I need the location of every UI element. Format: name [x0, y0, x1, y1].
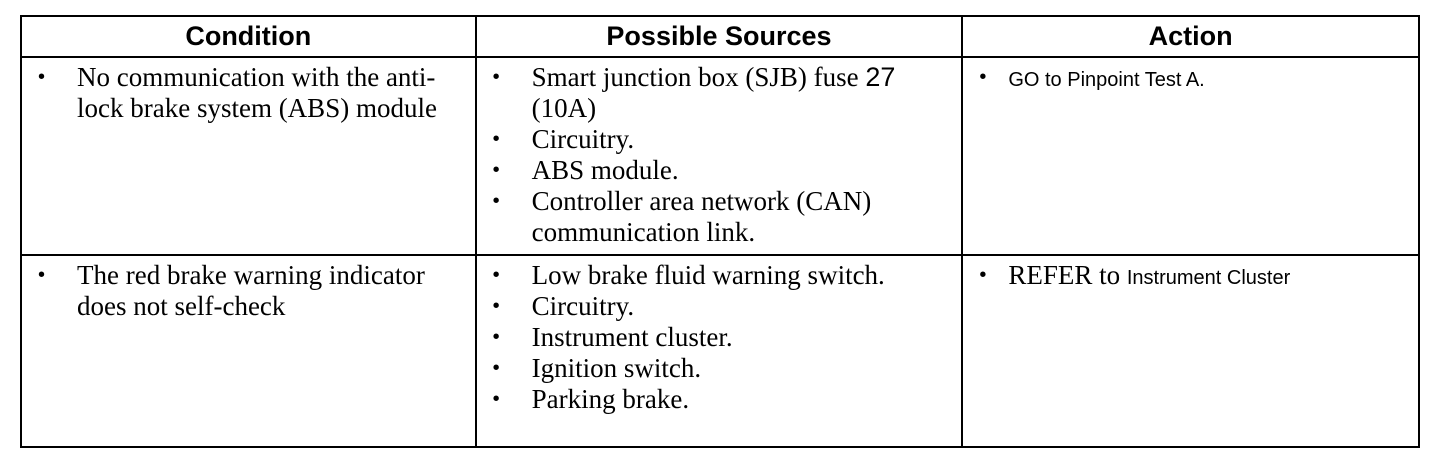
list-item: • Circuitry.	[487, 291, 954, 322]
action-prefix: REFER to	[1008, 260, 1127, 290]
condition-cell: • The red brake warning indicator does n…	[20, 254, 477, 448]
condition-cell: • No communication with the anti-lock br…	[20, 56, 477, 256]
bullet-icon: •	[492, 190, 500, 212]
condition-text: The red brake warning indicator does not…	[77, 260, 425, 321]
header-action: Action	[961, 15, 1420, 58]
list-item: • Controller area network (CAN) communic…	[487, 186, 954, 248]
bullet-icon: •	[38, 66, 46, 88]
bullet-icon: •	[38, 264, 46, 286]
action-cell: • GO to Pinpoint Test A.	[961, 56, 1420, 256]
table-row: • No communication with the anti-lock br…	[20, 56, 1420, 256]
source-text: Circuitry.	[531, 291, 635, 321]
fuse-number: 27	[865, 62, 896, 92]
source-text: Circuitry.	[531, 124, 635, 154]
action-cell: • REFER to Instrument Cluster	[961, 254, 1420, 448]
list-item: • Parking brake.	[487, 384, 954, 415]
list-item: • GO to Pinpoint Test A.	[973, 62, 1410, 96]
source-text-pre: Smart junction box (SJB) fuse	[531, 62, 866, 92]
bullet-icon: •	[492, 295, 500, 317]
list-item: • Ignition switch.	[487, 353, 954, 384]
diagnostic-table: Condition Possible Sources Action • No c…	[20, 15, 1420, 448]
condition-text: No communication with the anti-lock brak…	[77, 62, 437, 123]
bullet-icon: •	[492, 357, 500, 379]
table-row: • The red brake warning indicator does n…	[20, 254, 1420, 448]
list-item: • The red brake warning indicator does n…	[32, 260, 467, 322]
list-item: • ABS module.	[487, 155, 954, 186]
header-condition: Condition	[20, 15, 477, 58]
bullet-icon: •	[492, 264, 500, 286]
source-text: ABS module.	[531, 155, 679, 185]
bullet-icon: •	[492, 128, 500, 150]
list-item: • Smart junction box (SJB) fuse 27 (10A)	[487, 62, 954, 124]
action-link-instrument-cluster[interactable]: Instrument Cluster	[1126, 267, 1291, 289]
bullet-icon: •	[979, 66, 987, 88]
bullet-icon: •	[492, 326, 500, 348]
list-item: • No communication with the anti-lock br…	[32, 62, 467, 124]
sources-cell: • Smart junction box (SJB) fuse 27 (10A)…	[474, 56, 964, 256]
list-item: • Circuitry.	[487, 124, 954, 155]
source-text: Controller area network (CAN) communicat…	[531, 186, 872, 247]
source-text: Low brake fluid warning switch.	[531, 260, 885, 290]
bullet-icon: •	[492, 66, 500, 88]
list-item: • Low brake fluid warning switch.	[487, 260, 954, 291]
source-text: Ignition switch.	[531, 353, 702, 383]
sources-cell: • Low brake fluid warning switch. • Circ…	[474, 254, 964, 448]
source-text: Parking brake.	[531, 384, 690, 414]
list-item: • REFER to Instrument Cluster	[973, 260, 1410, 294]
header-possible-sources: Possible Sources	[474, 15, 964, 58]
list-item: • Instrument cluster.	[487, 322, 954, 353]
bullet-icon: •	[492, 159, 500, 181]
bullet-icon: •	[979, 264, 987, 286]
source-text-post: (10A)	[531, 93, 597, 123]
bullet-icon: •	[492, 388, 500, 410]
action-link-pinpoint-test-a[interactable]: GO to Pinpoint Test A.	[1008, 69, 1205, 91]
source-text: Instrument cluster.	[531, 322, 733, 352]
header-row: Condition Possible Sources Action	[20, 15, 1420, 58]
